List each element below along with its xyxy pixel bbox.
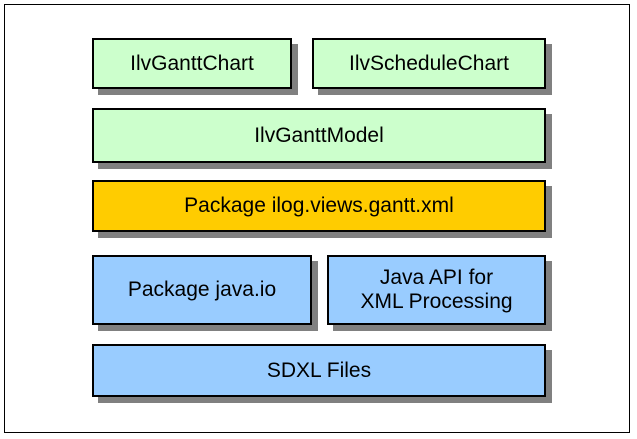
node-package-java-io[interactable]: Package java.io <box>92 255 312 325</box>
node-package-ilog-views-gantt-xml[interactable]: Package ilog.views.gantt.xml <box>92 180 546 232</box>
node-ilv-schedule-chart[interactable]: IlvScheduleChart <box>312 38 546 89</box>
node-sdxl-files[interactable]: SDXL Files <box>92 344 546 397</box>
node-ilv-gantt-model[interactable]: IlvGanttModel <box>92 108 546 163</box>
node-java-api-for-xml-processing[interactable]: Java API for XML Processing <box>327 255 546 325</box>
node-ilv-gantt-chart[interactable]: IlvGanttChart <box>92 38 292 89</box>
